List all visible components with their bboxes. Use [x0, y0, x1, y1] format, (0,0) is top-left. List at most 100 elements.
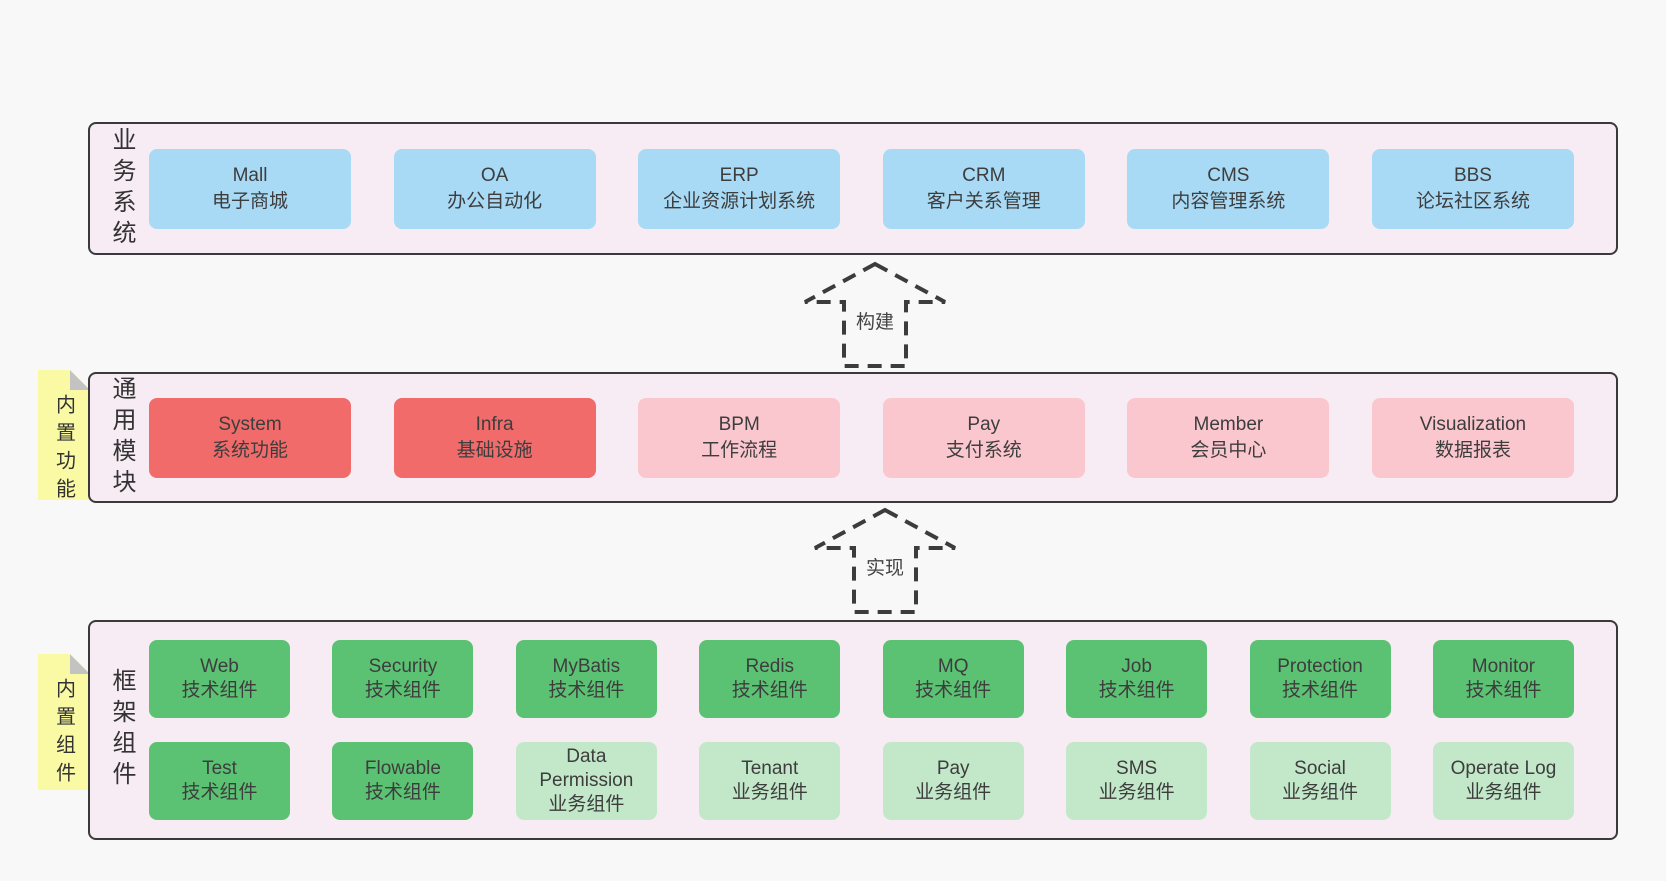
box-member: Member 会员中心 [1127, 397, 1330, 478]
implement-arrow: 实现 [810, 506, 960, 616]
up-arrow-icon [814, 507, 956, 614]
arrow-label: 实现 [862, 552, 908, 582]
box-title: Test [202, 758, 237, 780]
layer-title: 业务系统 [108, 126, 135, 251]
box-subtitle: 办公自动化 [447, 190, 543, 212]
folded-corner-icon [70, 370, 90, 390]
box-title: Data Permission [539, 746, 634, 792]
box-title: Visualization [1419, 414, 1527, 436]
box-title: System [218, 414, 282, 436]
box-row: Mall 电子商城 OA 办公自动化 ERP 企业资源计划系统 CRM 客户关系管理 CMS 内容… [149, 148, 1574, 229]
box-title: Security [368, 656, 438, 678]
box-title: Tenant [741, 758, 799, 780]
box-subtitle: 技术组件 [548, 680, 625, 701]
box-row: System 系统功能 Infra 基础设施 BPM 工作流程 Pay 支付系统 Member 会… [149, 397, 1574, 478]
box-subtitle: 技术组件 [731, 680, 808, 701]
sticky-note-text: 内置功能 [52, 394, 75, 506]
box-subtitle: 技术组件 [915, 680, 992, 701]
layer-content: Mall 电子商城 OA 办公自动化 ERP 企业资源计划系统 CRM 客户关系管理 CMS 内容… [149, 124, 1574, 253]
box-title: Mall [232, 165, 268, 187]
sticky-note-builtin-components: 内置组件 [38, 654, 90, 790]
box-title: Monitor [1471, 656, 1536, 678]
box-title: Operate Log [1450, 758, 1557, 780]
box-subtitle: 技术组件 [1098, 680, 1175, 701]
box-subtitle: 业务组件 [1098, 782, 1175, 803]
box-title: Web [200, 656, 239, 678]
sticky-note-text: 内置组件 [52, 678, 75, 790]
box-title: Member [1193, 414, 1264, 436]
sticky-note-builtin-features: 内置功能 [38, 370, 90, 500]
box-subtitle: 企业资源计划系统 [663, 190, 816, 212]
box-title: MQ [937, 656, 969, 678]
box-subtitle: 电子商城 [211, 190, 288, 212]
box-pay: Pay 支付系统 [882, 397, 1085, 478]
box-erp: ERP 企业资源计划系统 [638, 148, 841, 229]
box-bbs: BBS 论坛社区系统 [1371, 148, 1574, 229]
box-subtitle: 工作流程 [701, 439, 778, 461]
box-title: ERP [719, 165, 759, 187]
box-system: System 系统功能 [149, 397, 351, 478]
box-subtitle: 技术组件 [181, 680, 258, 701]
box-subtitle: 技术组件 [181, 782, 258, 803]
layer-title: 通用模块 [108, 375, 135, 500]
box-subtitle: 业务组件 [548, 793, 625, 815]
layer-title: 框架组件 [108, 668, 135, 792]
box-title: Job [1121, 656, 1152, 678]
layer-common-modules: 通用模块 System 系统功能 Infra 基础设施 BPM 工作流程 Pay 支付系统 Me… [88, 372, 1618, 503]
box-subtitle: 技术组件 [1282, 680, 1359, 701]
box-cms: CMS 内容管理系统 [1127, 148, 1330, 229]
box-title: Pay [967, 414, 1001, 436]
box-oa: OA 办公自动化 [393, 148, 596, 229]
box-title: MyBatis [552, 656, 621, 678]
box-title: CMS [1207, 165, 1250, 187]
box-title: SMS [1116, 758, 1158, 780]
box-subtitle: 会员中心 [1190, 439, 1267, 461]
folded-corner-icon [70, 654, 90, 674]
box-subtitle: 技术组件 [1465, 680, 1542, 701]
box-infra: Infra 基础设施 [393, 397, 596, 478]
up-arrow-icon [804, 261, 946, 368]
box-title: Redis [745, 656, 795, 678]
box-subtitle: 内容管理系统 [1171, 190, 1286, 212]
box-title: BBS [1453, 165, 1492, 187]
box-title: Infra [475, 414, 514, 436]
layer-content: System 系统功能 Infra 基础设施 BPM 工作流程 Pay 支付系统 Member 会… [149, 374, 1574, 501]
box-subtitle: 系统功能 [211, 439, 288, 461]
box-title: OA [480, 165, 509, 187]
box-crm: CRM 客户关系管理 [882, 148, 1085, 229]
box-subtitle: 业务组件 [915, 782, 992, 803]
box-title: Social [1294, 758, 1346, 780]
box-title: BPM [718, 414, 760, 436]
box-subtitle: 论坛社区系统 [1415, 190, 1530, 212]
layer-business-systems: 业务系统 Mall 电子商城 OA 办公自动化 ERP 企业资源计划系统 CRM 客户关系管理… [88, 122, 1618, 255]
box-subtitle: 客户关系管理 [926, 190, 1041, 212]
build-arrow: 构建 [800, 260, 950, 370]
box-subtitle: 业务组件 [1282, 782, 1359, 803]
box-mall: Mall 电子商城 [149, 148, 351, 229]
box-subtitle: 技术组件 [364, 782, 441, 803]
box-title: Pay [936, 758, 970, 780]
box-subtitle: 支付系统 [945, 439, 1022, 461]
box-title: Protection [1277, 656, 1363, 678]
box-subtitle: 基础设施 [456, 439, 533, 461]
box-title: CRM [962, 165, 1006, 187]
